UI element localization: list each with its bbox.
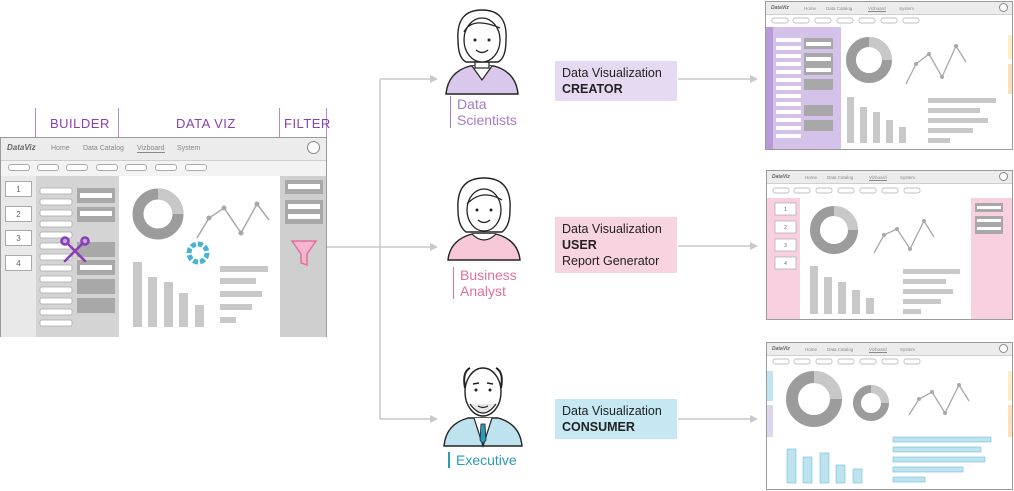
main-app-wireframe: DataViz Home Data Catalog Vizboard Syste… (0, 137, 327, 337)
consumer-screen-preview: DataViz Home Data Catalog Vizboard Syste… (766, 342, 1013, 490)
app-logo: DataViz (772, 346, 790, 352)
persona-label-business-analyst: Business Analyst (453, 267, 517, 299)
app-logo: DataViz (7, 143, 36, 152)
user-avatar-icon (999, 172, 1008, 181)
nav-home: Home (805, 175, 818, 180)
section-divider (326, 108, 327, 137)
list-item-4[interactable]: 4 (5, 255, 32, 271)
toolbar-pill[interactable] (155, 164, 177, 171)
user-avatar-icon[interactable] (307, 141, 320, 154)
nav-system: System (900, 175, 916, 180)
list-item-2[interactable]: 2 (5, 206, 32, 222)
persona-label-executive: Executive (448, 452, 517, 468)
app-logo: DataViz (772, 174, 790, 180)
executive-avatar-icon (443, 367, 523, 448)
toolbar-pill[interactable] (37, 164, 59, 171)
tools-icon (60, 236, 90, 263)
section-divider (35, 108, 36, 137)
builder-section-label: BUILDER (50, 116, 110, 131)
creator-screen-graphics (766, 17, 1012, 149)
persona-label-data-scientists: Data Scientists (450, 96, 517, 128)
user-avatar-icon (999, 344, 1008, 353)
toolbar-pill[interactable] (185, 164, 207, 171)
user-list-item-2: 2 (784, 225, 787, 231)
user-screen-graphics: 1 2 3 4 (767, 187, 1012, 319)
toolbar-pill[interactable] (125, 164, 147, 171)
nav-home[interactable]: Home (51, 145, 70, 152)
list-item-3[interactable]: 3 (5, 230, 32, 246)
list-item-1[interactable]: 1 (5, 181, 32, 197)
data-scientist-avatar-icon (445, 9, 519, 95)
filter-funnel-icon (290, 240, 318, 267)
user-avatar-icon (999, 3, 1008, 12)
nav-data-catalog: Data Catalog (827, 175, 854, 180)
consumer-screen-graphics (767, 358, 1012, 484)
business-analyst-avatar-icon (447, 177, 521, 261)
user-screen-preview: DataViz Home Data Catalog Vizboard Syste… (766, 170, 1013, 320)
nav-vizboard: Vizboard (869, 347, 887, 353)
nav-data-catalog[interactable]: Data Catalog (83, 145, 124, 152)
nav-home: Home (805, 347, 818, 352)
user-list-item-3: 3 (784, 243, 787, 249)
nav-system[interactable]: System (177, 145, 201, 152)
creator-callout: Data Visualization CREATOR (555, 61, 677, 101)
nav-data-catalog: Data Catalog (826, 6, 853, 11)
filter-section-label: FILTER (284, 116, 331, 131)
nav-vizboard: Vizboard (868, 6, 886, 12)
section-divider (279, 108, 280, 137)
creator-screen-preview: DataViz Home Data Catalog Vizboard Syste… (765, 1, 1013, 150)
nav-system: System (900, 347, 916, 352)
user-list-item-1: 1 (784, 207, 787, 213)
section-divider (118, 108, 119, 137)
nav-system: System (899, 6, 915, 11)
dataviz-section-label: DATA VIZ (176, 116, 236, 131)
app-top-bar: DataViz Home Data Catalog Vizboard Syste… (1, 138, 326, 161)
toolbar-pill[interactable] (96, 164, 118, 171)
nav-vizboard[interactable]: Vizboard (137, 145, 165, 153)
main-wireframe-graphics (39, 180, 323, 327)
app-logo: DataViz (771, 5, 789, 11)
nav-data-catalog: Data Catalog (827, 347, 854, 352)
toolbar-pill[interactable] (66, 164, 88, 171)
user-list-item-4: 4 (784, 261, 787, 267)
toolbar-pill[interactable] (8, 164, 30, 171)
user-callout: Data Visualization USER Report Generator (555, 217, 677, 273)
nav-home: Home (804, 6, 817, 11)
consumer-callout: Data Visualization CONSUMER (555, 399, 677, 439)
nav-vizboard: Vizboard (869, 175, 887, 181)
